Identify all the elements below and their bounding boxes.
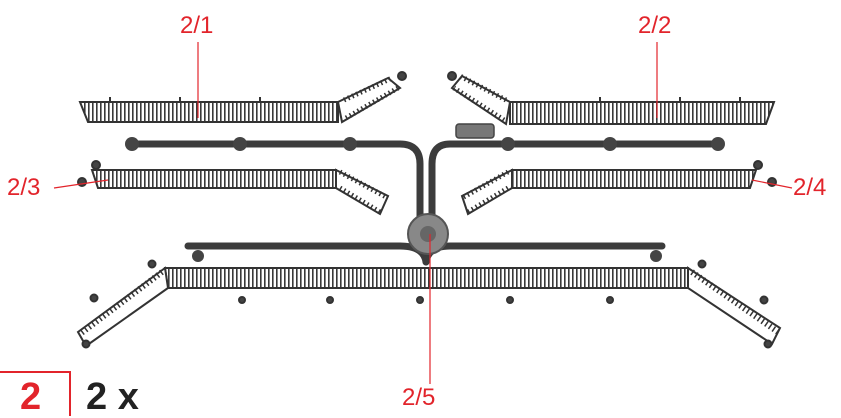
sprue-frame (125, 123, 725, 266)
railing-part-2-2 (447, 71, 776, 126)
callout-2-1: 2/1 (180, 12, 214, 39)
leader-2-4 (751, 179, 793, 189)
railing-part-2-1 (78, 71, 407, 124)
callout-2-3: 2/3 (7, 174, 41, 201)
part-number: 2 (20, 376, 42, 418)
railing-part-2-5 (76, 259, 782, 349)
callout-2-2: 2/2 (638, 12, 672, 39)
leader-2-3 (53, 179, 109, 189)
callout-2-4: 2/4 (793, 174, 827, 201)
callout-2-5: 2/5 (402, 384, 436, 411)
railing-part-2-3 (77, 160, 390, 216)
leader-lines (53, 42, 793, 384)
part-number-box (0, 371, 71, 416)
quantity-label: 2 x (86, 376, 139, 418)
railing-part-2-4 (460, 160, 777, 216)
